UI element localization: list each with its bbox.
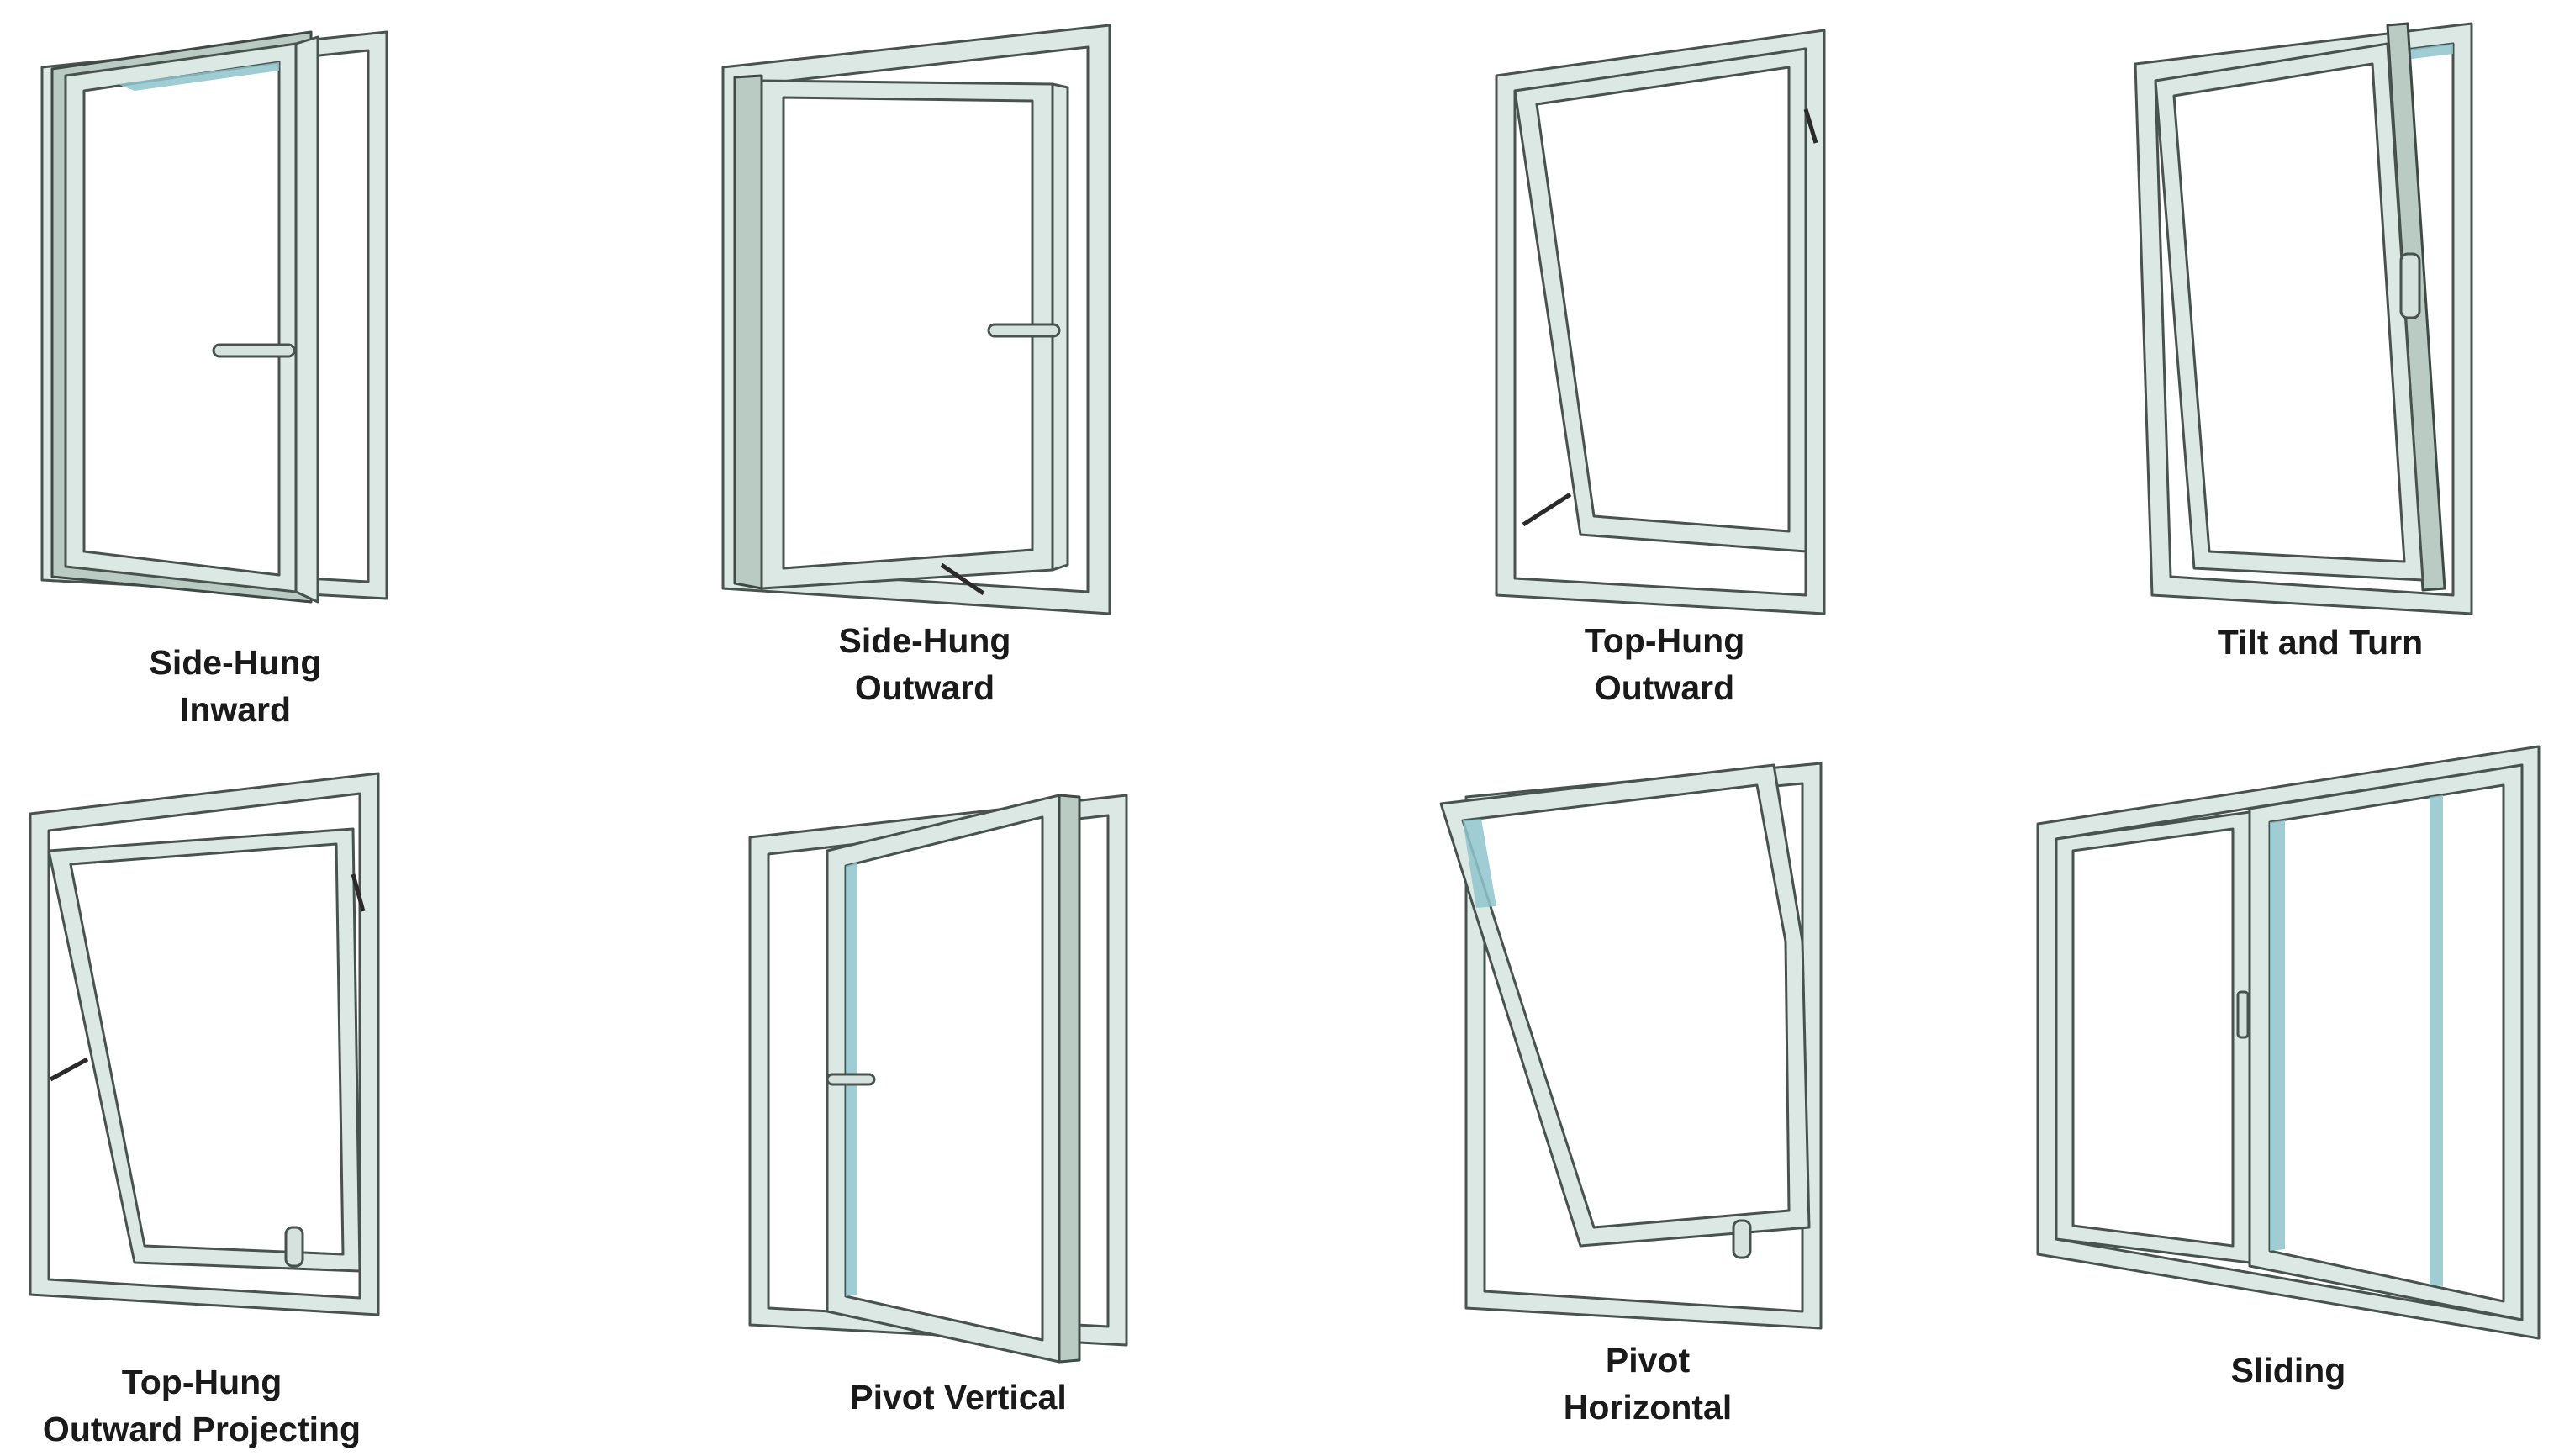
stay-arm-icon xyxy=(1522,492,1572,527)
stay-arm-icon xyxy=(49,1057,89,1082)
pivot-horizontal-illustration xyxy=(1439,762,1823,1330)
tilt-and-turn-illustration xyxy=(2134,22,2473,615)
caption-line: Outward Projecting xyxy=(42,1410,361,1448)
window-side-hung-inward: Side-Hung Inward xyxy=(0,0,471,731)
window-side-hung-outward: Side-Hung Outward xyxy=(706,0,1143,723)
window-top-hung-outward: Top-Hung Outward xyxy=(1463,0,1866,723)
window-pivot-horizontal: Pivot Horizontal xyxy=(1429,740,1866,1456)
caption-tilt-and-turn: Tilt and Turn xyxy=(2118,619,2522,666)
caption-line: Top-Hung xyxy=(1584,621,1745,660)
caption-line: Outward xyxy=(1594,668,1735,707)
sliding-illustration xyxy=(2036,745,2541,1340)
caption-line: Pivot xyxy=(1605,1341,1691,1380)
top-hung-outward-projecting-illustration xyxy=(29,772,380,1316)
handle-icon xyxy=(987,323,1061,338)
caption-line: Top-Hung xyxy=(121,1363,282,1401)
caption-pivot-vertical: Pivot Vertical xyxy=(740,1374,1177,1421)
caption-line: Horizontal xyxy=(1563,1388,1733,1427)
window-pivot-vertical: Pivot Vertical xyxy=(740,757,1177,1456)
side-hung-inward-illustration xyxy=(40,30,388,604)
friction-stay-icon xyxy=(940,562,985,596)
window-sliding: Sliding xyxy=(2018,740,2559,1456)
caption-sliding: Sliding xyxy=(2018,1347,2559,1394)
caption-side-hung-inward: Side-Hung Inward xyxy=(0,639,471,733)
handle-icon xyxy=(2399,252,2421,319)
top-hung-outward-illustration xyxy=(1495,29,1826,615)
handle-icon xyxy=(212,343,296,358)
window-top-hung-outward-projecting: Top-Hung Outward Projecting xyxy=(0,757,404,1456)
caption-line: Side-Hung xyxy=(838,621,1011,660)
caption-line: Inward xyxy=(179,690,292,729)
caption-line: Side-Hung xyxy=(149,643,322,682)
window-tilt-and-turn: Tilt and Turn xyxy=(2118,0,2522,689)
handle-icon xyxy=(2236,990,2250,1039)
caption-side-hung-outward: Side-Hung Outward xyxy=(706,617,1143,711)
caption-line: Outward xyxy=(854,668,995,707)
handle-icon xyxy=(284,1226,304,1268)
handle-icon xyxy=(826,1073,876,1086)
caption-top-hung-outward: Top-Hung Outward xyxy=(1463,617,1866,711)
caption-line: Tilt and Turn xyxy=(2217,623,2424,662)
caption-line: Sliding xyxy=(2230,1351,2346,1390)
pivot-vertical-illustration xyxy=(748,794,1128,1364)
caption-pivot-horizontal: Pivot Horizontal xyxy=(1429,1337,1866,1431)
side-hung-outward-illustration xyxy=(721,24,1111,615)
caption-line: Pivot Vertical xyxy=(850,1378,1067,1416)
caption-top-hung-outward-projecting: Top-Hung Outward Projecting xyxy=(0,1358,404,1453)
handle-icon xyxy=(1732,1219,1752,1259)
